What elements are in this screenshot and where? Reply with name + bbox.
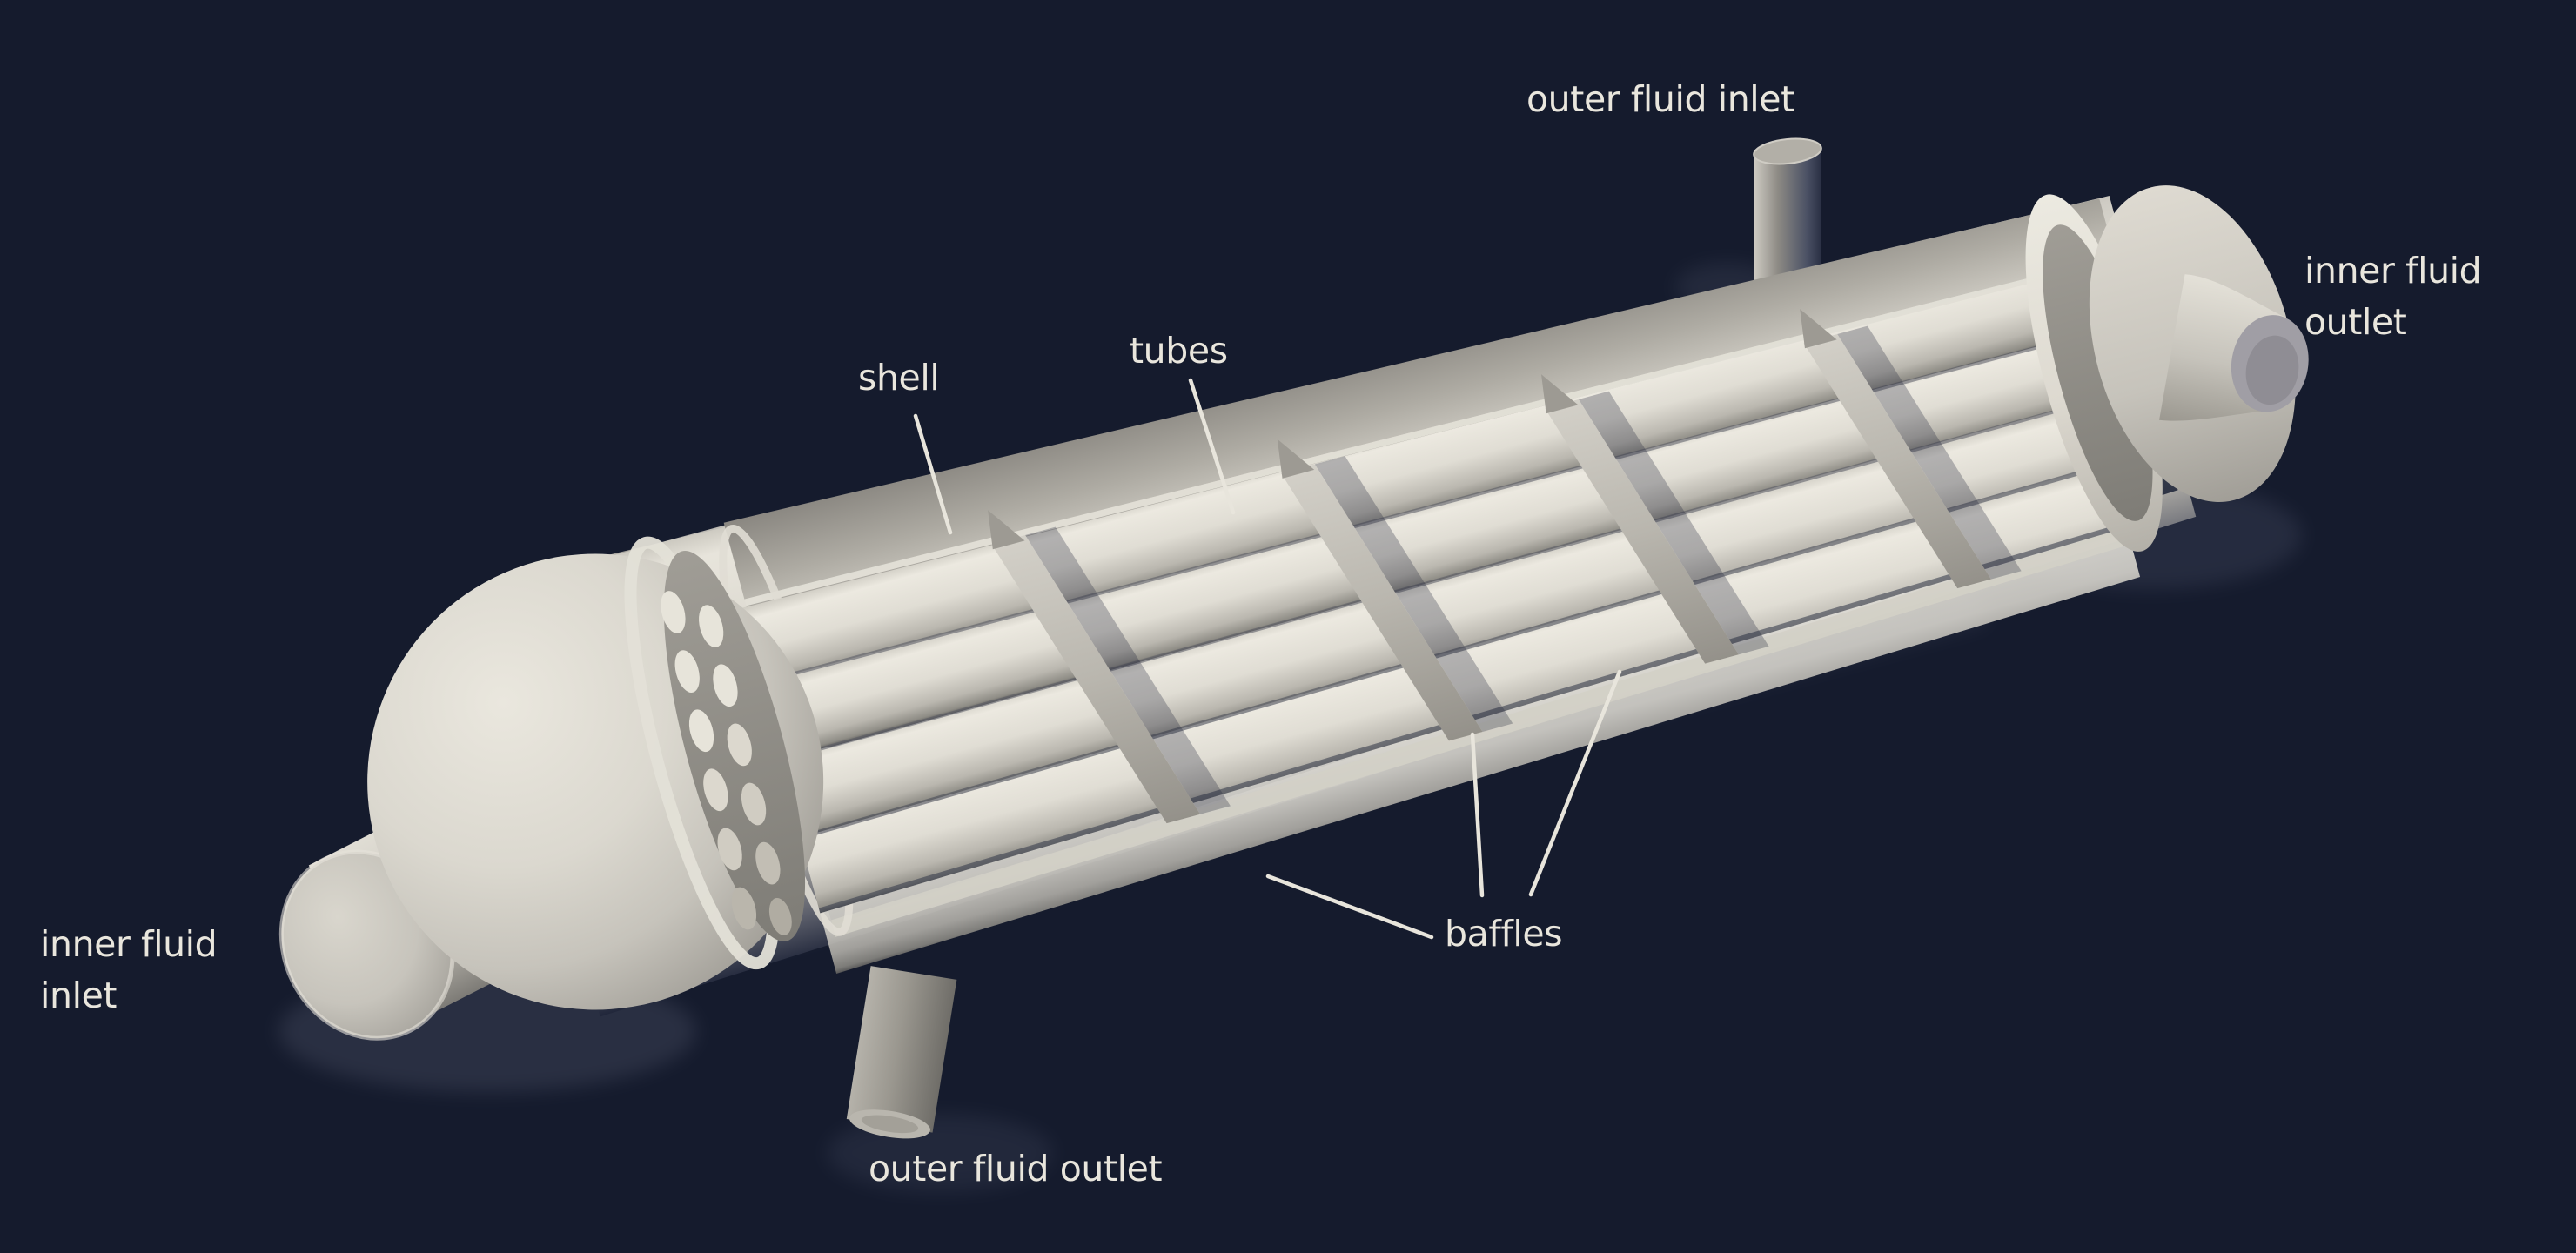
baffle xyxy=(1277,439,1513,741)
leader-line-baffles-middle xyxy=(1470,732,1485,898)
baffle xyxy=(988,510,1231,824)
baffle xyxy=(1800,309,2022,589)
leader-line-tubes xyxy=(1188,378,1236,515)
inner-fluid-outlet-nozzle xyxy=(2159,274,2309,421)
nozzle-top-face xyxy=(1753,137,1822,165)
tube-sheet-holes xyxy=(661,591,792,935)
tube-bundle xyxy=(738,276,2127,914)
baffle xyxy=(1541,374,1769,664)
label-shell: shell xyxy=(858,357,940,399)
shell-top-strip xyxy=(723,198,2116,600)
label-outer-fluid-inlet: outer fluid inlet xyxy=(1526,78,1794,120)
leader-line-shell xyxy=(913,413,953,535)
label-inner-fluid-inlet: inner fluid inlet xyxy=(40,923,218,1016)
leader-lines xyxy=(913,378,1622,940)
tube-sheet-right-face xyxy=(2043,224,2153,521)
leader-line-baffles-right xyxy=(1528,669,1622,897)
tube xyxy=(738,276,2076,683)
tube xyxy=(799,463,2127,914)
baffle-set xyxy=(988,309,2022,824)
label-outer-fluid-outlet: outer fluid outlet xyxy=(869,1148,1163,1189)
label-inner-fluid-outlet: inner fluid outlet xyxy=(2304,250,2482,343)
label-baffles: baffles xyxy=(1445,913,1563,955)
vessel-body xyxy=(367,185,2296,1017)
outer-fluid-outlet-nozzle xyxy=(846,966,957,1139)
label-tubes: tubes xyxy=(1130,330,1228,372)
leader-line-baffles-left xyxy=(1265,874,1434,940)
shell-cut-edge xyxy=(744,256,2116,606)
